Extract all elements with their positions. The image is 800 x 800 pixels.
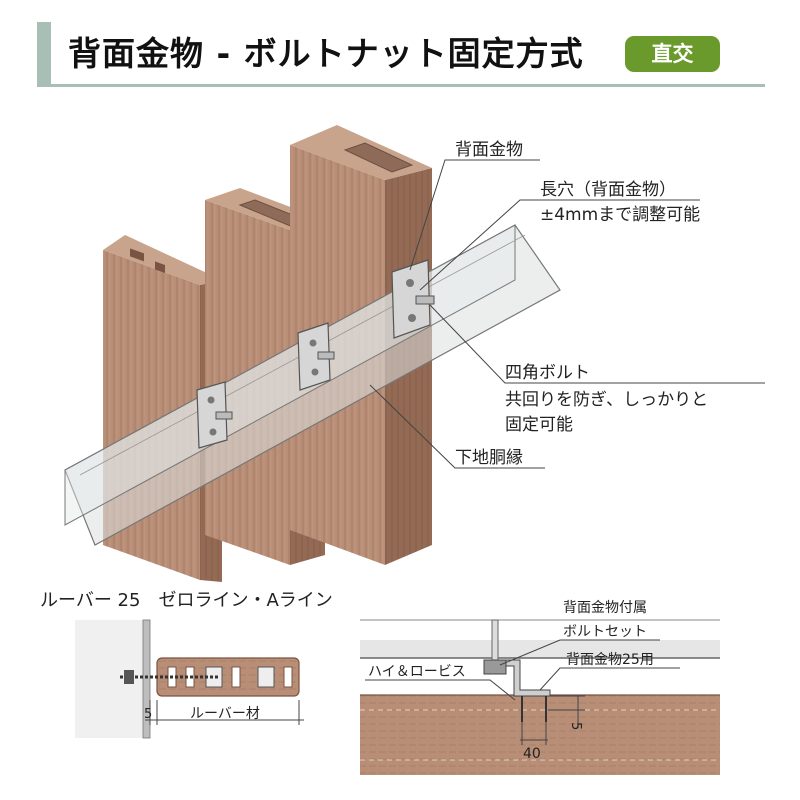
detail-right: [360, 619, 720, 775]
label-bolt-line1: 四角ボルト: [505, 363, 590, 383]
label-batten: 下地胴縁: [455, 448, 523, 468]
orientation-badge: 直交: [625, 36, 720, 72]
back-bracket-right: [391, 259, 435, 339]
section-title: ルーバー 25 ゼロライン・Aライン: [40, 590, 333, 611]
dim-right-40: 40: [523, 746, 541, 762]
label-bolt-set-line2: ボルトセット: [563, 624, 647, 640]
page-title: 背面金物 - ボルトナット固定方式: [68, 34, 584, 73]
label-slot-line2: ±4mmまで調整可能: [540, 205, 700, 225]
label-bolt-line2: 共回りを防ぎ、しっかりと: [505, 390, 708, 410]
back-bracket-middle: [297, 322, 335, 391]
dim-left-5: 5: [144, 707, 152, 722]
label-bracket25: 背面金物25用: [566, 652, 654, 668]
detail-right-leaders: [365, 639, 680, 701]
label-slot-line1: 長穴（背面金物）: [540, 180, 676, 200]
header-accent-bar: [37, 22, 51, 86]
header-underline: [37, 84, 765, 87]
callout-leaders: [369, 159, 765, 469]
dim-right-5: 5: [568, 722, 583, 730]
label-louver-material: ルーバー材: [190, 706, 260, 722]
detail-left: [75, 619, 304, 739]
label-back-bracket: 背面金物: [455, 140, 523, 160]
label-bolt-line3: 固定可能: [505, 415, 573, 435]
label-bolt-set-line1: 背面金物付属: [563, 600, 647, 616]
back-bracket-left: [196, 381, 233, 449]
label-screw: ハイ＆ロービス: [368, 664, 466, 680]
